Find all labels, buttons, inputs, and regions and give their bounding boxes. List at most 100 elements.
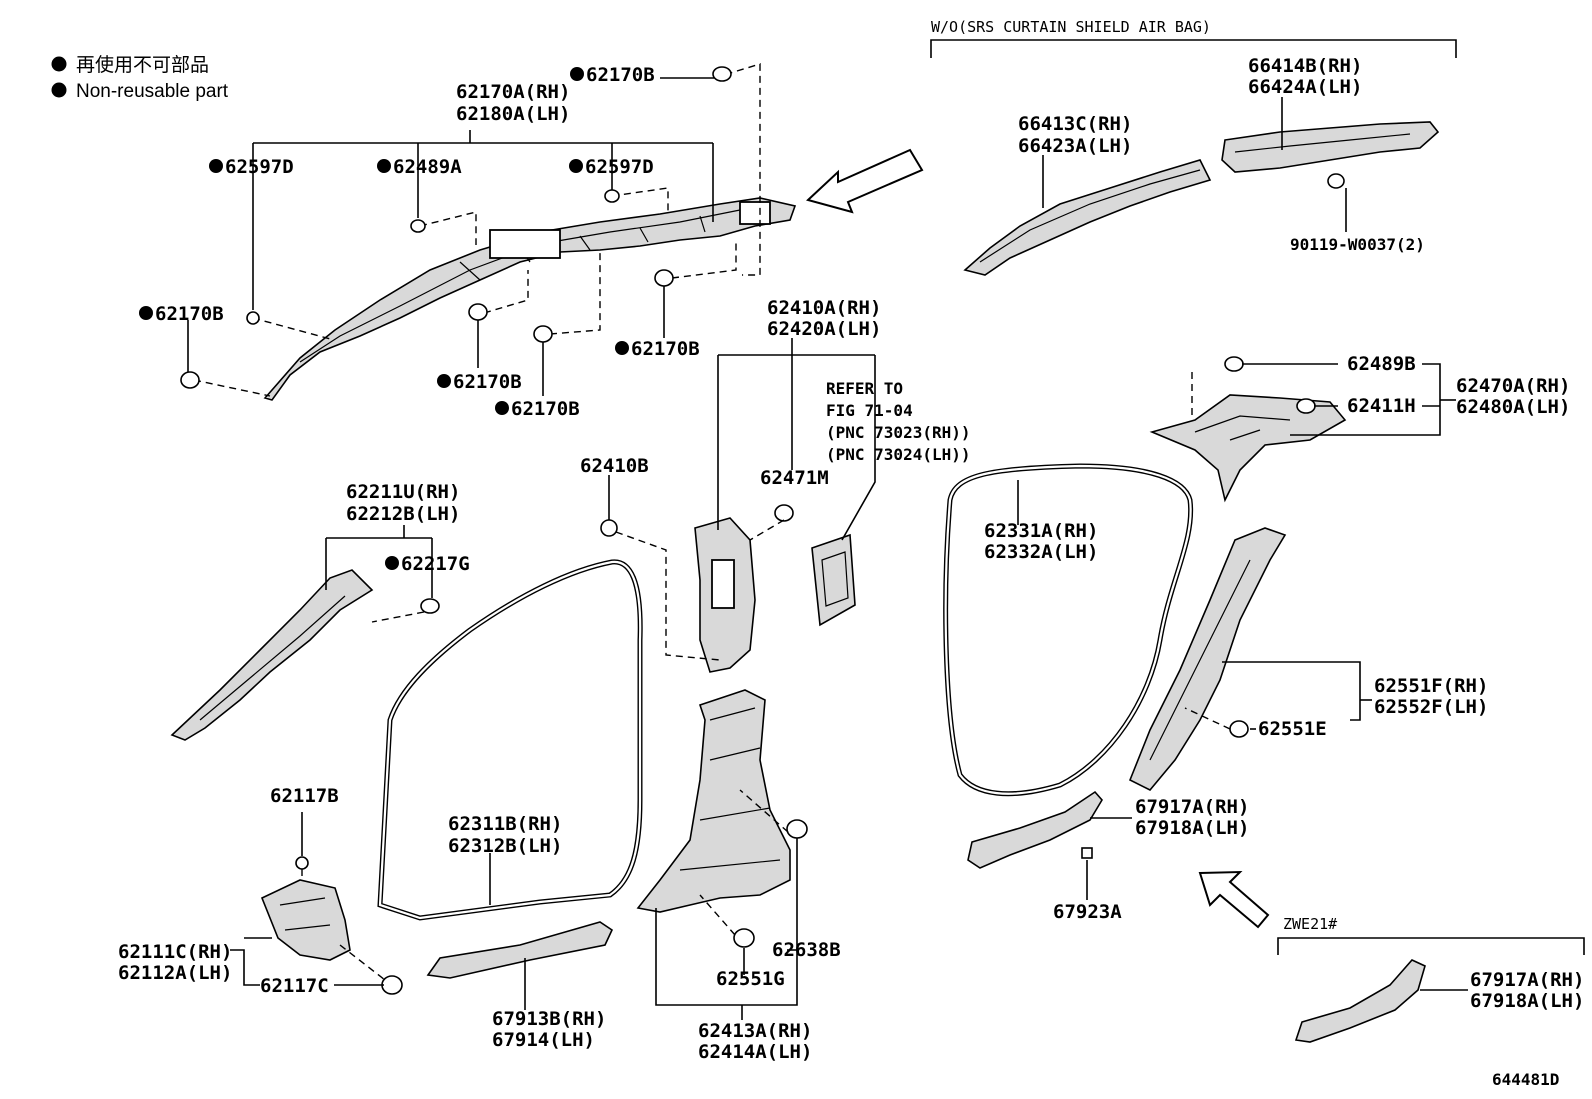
- garnish-62551f-seam: [1149, 559, 1251, 761]
- cowl-side-trim: [260, 856, 403, 995]
- label-62489b: 62489B: [1347, 353, 1416, 375]
- label-62170b-right: 62170B: [631, 338, 700, 360]
- label-62170b-mid1: 62170B: [453, 371, 522, 393]
- non-reusable-bullet-icon: [385, 556, 399, 570]
- non-reusable-bullet-icon: [209, 159, 223, 173]
- garnish-62410a-window: [711, 559, 735, 609]
- clip-62551g-icon: [733, 928, 755, 948]
- trim-62111c-detail: [279, 897, 331, 931]
- label-62638b: 62638B: [772, 939, 841, 961]
- label-90119-w0037: 90119-W0037(2): [1290, 235, 1425, 254]
- weatherstrip-62311b-path: [377, 559, 643, 921]
- scuff-67917a-body: [967, 790, 1103, 869]
- non-reusable-bullet-icon: [570, 67, 584, 81]
- dash-62597d-right: [611, 187, 669, 215]
- front-pillar-garnish: [170, 569, 440, 741]
- leader-lines: [187, 77, 1468, 1020]
- label-62420a-lh: 62420A(LH): [767, 318, 881, 340]
- label-62180a-lh: 62180A(LH): [456, 103, 570, 125]
- curtain-airbag-assembly: [263, 197, 797, 401]
- dash-62170b-right: [671, 240, 737, 279]
- dash-62489a: [419, 211, 477, 245]
- belt-anchor-cover: [811, 533, 856, 627]
- trim-66414b-body: [1221, 121, 1440, 173]
- label-67917a-rh: 67917A(RH): [1135, 796, 1249, 818]
- leader-62413a-bracket: [655, 838, 798, 1006]
- belt-anchor-cover-detail: [821, 551, 849, 607]
- srs-section-header: W/O(SRS CURTAIN SHIELD AIR BAG): [930, 18, 1457, 58]
- dash-62170b-top: [713, 63, 761, 276]
- dash-62170b-left: [193, 379, 271, 397]
- belt-anchor-cover-body: [811, 533, 856, 627]
- rear-door-weatherstrip: [943, 463, 1194, 797]
- label-66423a-lh: 66423A(LH): [1018, 135, 1132, 157]
- quarter-pillar-lower-garnish: [1128, 527, 1287, 791]
- clip-90119-icon: [1327, 173, 1345, 189]
- curtain-airbag-body: [263, 197, 797, 401]
- legend-jp-text: 再使用不可部品: [76, 54, 209, 76]
- front-scuff-plate: [426, 921, 614, 979]
- srs-bracket: [930, 39, 1457, 58]
- dash-62551e: [1184, 707, 1231, 730]
- legend: 再使用不可部品 Non-reusable part: [51, 54, 229, 102]
- dash-62597d-left: [252, 317, 335, 341]
- refer-text-line1: REFER TO: [826, 379, 903, 398]
- label-62552f-lh: 62552F(LH): [1374, 696, 1488, 718]
- zwe-header-text: ZWE21#: [1283, 915, 1337, 933]
- clip-62117b-icon: [295, 856, 309, 870]
- label-62551f-rh: 62551F(RH): [1374, 675, 1488, 697]
- dash-62217g: [371, 611, 425, 623]
- non-reusable-bullet-icon: [615, 341, 629, 355]
- label-66424a-lh: 66424A(LH): [1248, 76, 1362, 98]
- clip-62471m-icon: [774, 504, 794, 522]
- direction-arrow-bottom: [1198, 870, 1270, 929]
- label-62480a-lh: 62480A(LH): [1456, 396, 1570, 418]
- label-62311b-rh: 62311B(RH): [448, 813, 562, 835]
- scuff-67913b-body: [426, 921, 614, 979]
- dash-62117c: [339, 944, 386, 981]
- refer-text-line3: (PNC 73023(RH)): [826, 423, 971, 442]
- label-67923a: 67923A: [1053, 901, 1122, 923]
- label-66413c-rh: 66413C(RH): [1018, 113, 1132, 135]
- figure-number: 644481D: [1492, 1070, 1559, 1089]
- fastener-icons: [180, 66, 732, 389]
- leader-62111c-bracket: [230, 949, 260, 986]
- dash-62170b-mid2: [549, 250, 601, 335]
- dash-62471m: [749, 519, 785, 541]
- part-labels: 62170A(RH) 62180A(LH) 62170B 62597D 6248…: [118, 55, 1584, 1089]
- clip-62170b-mid2-icon: [533, 325, 553, 343]
- trim-66414b-seam: [1234, 133, 1411, 153]
- garnish-62470a-body: [1149, 394, 1347, 503]
- direction-arrow-top: [806, 148, 924, 214]
- label-62170b-top: 62170B: [586, 64, 655, 86]
- clip-62597d-right-icon: [604, 189, 620, 203]
- clip-62410b-icon: [600, 519, 618, 537]
- refer-text-line2: FIG 71-04: [826, 401, 913, 420]
- front-pillar-trim-srs: [963, 159, 1212, 276]
- clip-62551e-icon: [1229, 720, 1249, 738]
- garnish-62211u-body: [170, 569, 374, 741]
- label-67917a-rh-zwe: 67917A(RH): [1470, 969, 1584, 991]
- leader-belt-cover: [841, 355, 876, 541]
- rear-scuff-plate: [967, 790, 1103, 869]
- zwe-section-header: ZWE21#: [1277, 915, 1585, 955]
- non-reusable-bullet-icon: [569, 159, 583, 173]
- garnish-62211u-seam: [199, 595, 346, 721]
- front-door-weatherstrip: [377, 559, 643, 921]
- label-62170b-mid2: 62170B: [511, 398, 580, 420]
- clip-62217g-icon: [420, 598, 440, 614]
- weatherstrip-62331a-highlight: [944, 464, 1192, 795]
- label-62410a-rh: 62410A(RH): [767, 297, 881, 319]
- clip-62489b-icon: [1224, 356, 1244, 372]
- dash-62170b-mid1: [483, 270, 529, 314]
- clip-62170b-left-icon: [180, 371, 200, 389]
- label-67914-lh: 67914(LH): [492, 1029, 595, 1051]
- label-62597d-left: 62597D: [225, 156, 294, 178]
- label-66414b-rh: 66414B(RH): [1248, 55, 1362, 77]
- trim-66413c-seam: [979, 169, 1201, 263]
- zwe-bracket: [1277, 937, 1585, 955]
- label-62331a-rh: 62331A(RH): [984, 520, 1098, 542]
- trim-66413c-body: [963, 159, 1212, 276]
- label-67918a-lh: 67918A(LH): [1135, 817, 1249, 839]
- label-62414a-lh: 62414A(LH): [698, 1041, 812, 1063]
